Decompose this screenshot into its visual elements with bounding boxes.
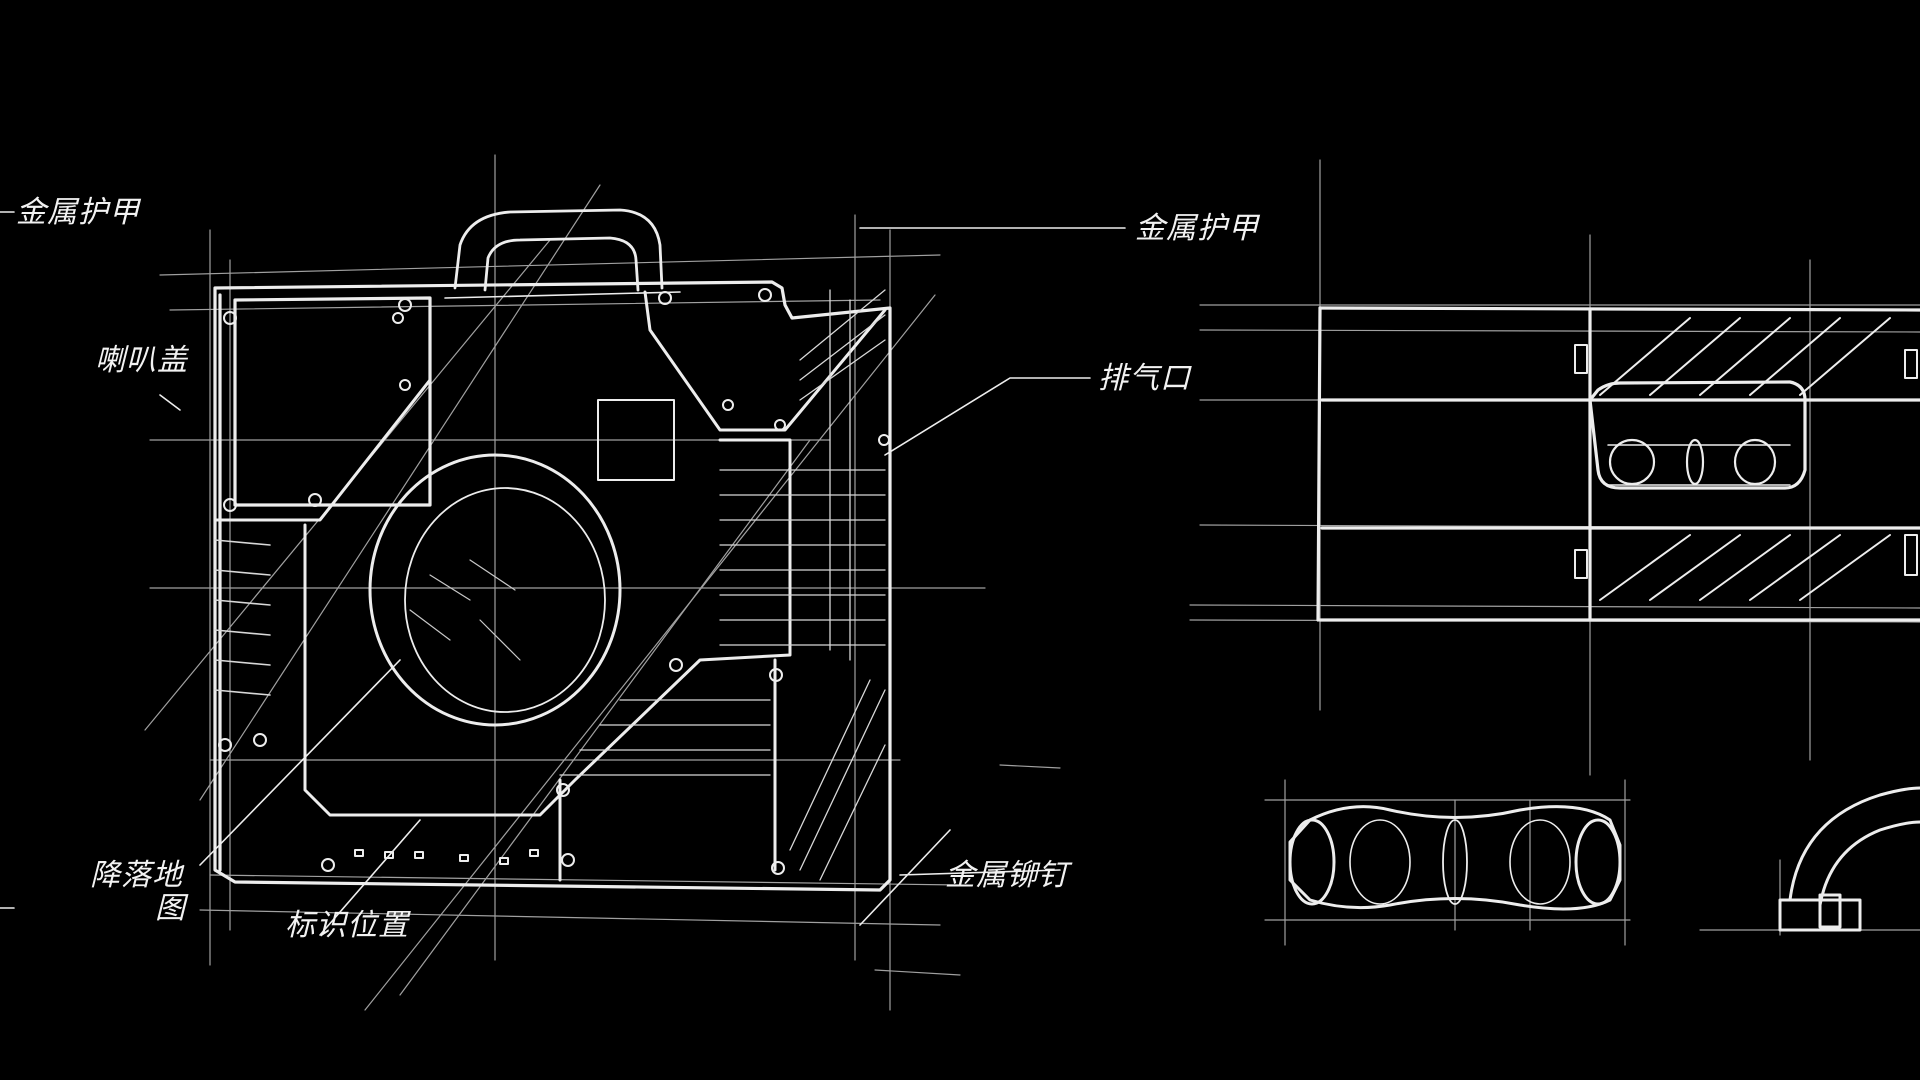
leader-lines <box>0 211 1126 936</box>
perspective-view <box>144 154 1061 1011</box>
top-view <box>1189 159 1920 776</box>
rivets <box>218 288 890 875</box>
handle-front-outline <box>1288 805 1622 911</box>
handle-front-view <box>1264 779 1631 946</box>
top-view-outline <box>1316 306 1920 622</box>
handle <box>444 208 681 299</box>
label-metal-armor-top: 金属护甲 <box>1135 211 1261 246</box>
labels: 金属护甲 金属护甲 喇叭盖 排气口 降落地 图 标识位置 金属铆钉 <box>16 195 1261 943</box>
speaker-circle <box>368 453 622 727</box>
top-view-handle-ovals <box>1607 438 1791 486</box>
label-descent-map-line2: 图 <box>155 891 189 926</box>
label-speaker-grille: 喇叭盖 <box>95 343 189 378</box>
label-metal-rivet: 金属铆钉 <box>945 858 1073 893</box>
handle-front-construction <box>1264 779 1631 946</box>
handle-side-view <box>1699 786 1920 936</box>
diagonal-armor <box>213 290 887 882</box>
label-logo-position: 标识位置 <box>285 908 411 943</box>
outer-frame <box>213 280 892 892</box>
top-view-hatch <box>1599 317 1891 601</box>
label-descent-map-line1: 降落地 <box>90 858 185 893</box>
label-exhaust-port: 排气口 <box>1098 361 1192 396</box>
right-side-hatch <box>559 289 886 881</box>
top-view-tabs <box>1574 344 1918 579</box>
inner-panel <box>597 399 675 481</box>
top-view-construction <box>1189 159 1920 776</box>
left-vents <box>214 539 271 696</box>
logo-marks <box>354 849 539 865</box>
label-metal-armor-left: 金属护甲 <box>16 195 142 230</box>
